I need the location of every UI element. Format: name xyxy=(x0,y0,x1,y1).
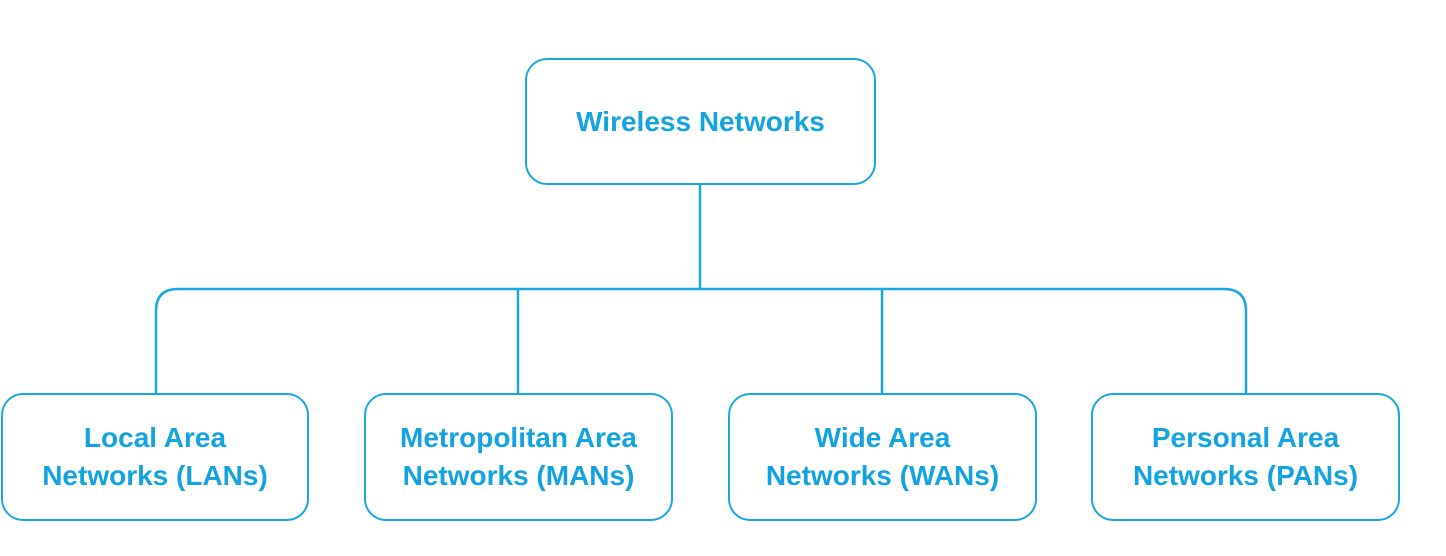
child-node-label-line2: Networks (LANs) xyxy=(42,460,268,491)
child-node-label-line1: Personal Area xyxy=(1151,422,1340,453)
root-node-wireless-networks: Wireless Networks xyxy=(525,58,876,185)
child-node-mans: Metropolitan Area Networks (MANs) xyxy=(364,393,673,521)
child-node-label-line1: Metropolitan Area xyxy=(400,422,637,453)
child-node-label-line2: Networks (WANs) xyxy=(765,460,1000,491)
root-node-label: Wireless Networks xyxy=(576,105,825,137)
child-node-pans: Personal Area Networks (PANs) xyxy=(1091,393,1400,521)
child-node-lans: Local Area Networks (LANs) xyxy=(1,393,309,521)
child-node-label-line2: Networks (PANs) xyxy=(1132,460,1359,491)
child-node-label-line2: Networks (MANs) xyxy=(402,460,635,491)
child-node-wans: Wide Area Networks (WANs) xyxy=(728,393,1037,521)
child-node-label-line1: Wide Area xyxy=(814,422,951,453)
child-node-label-line1: Local Area xyxy=(83,422,227,453)
branch-bus-line xyxy=(154,287,1248,395)
